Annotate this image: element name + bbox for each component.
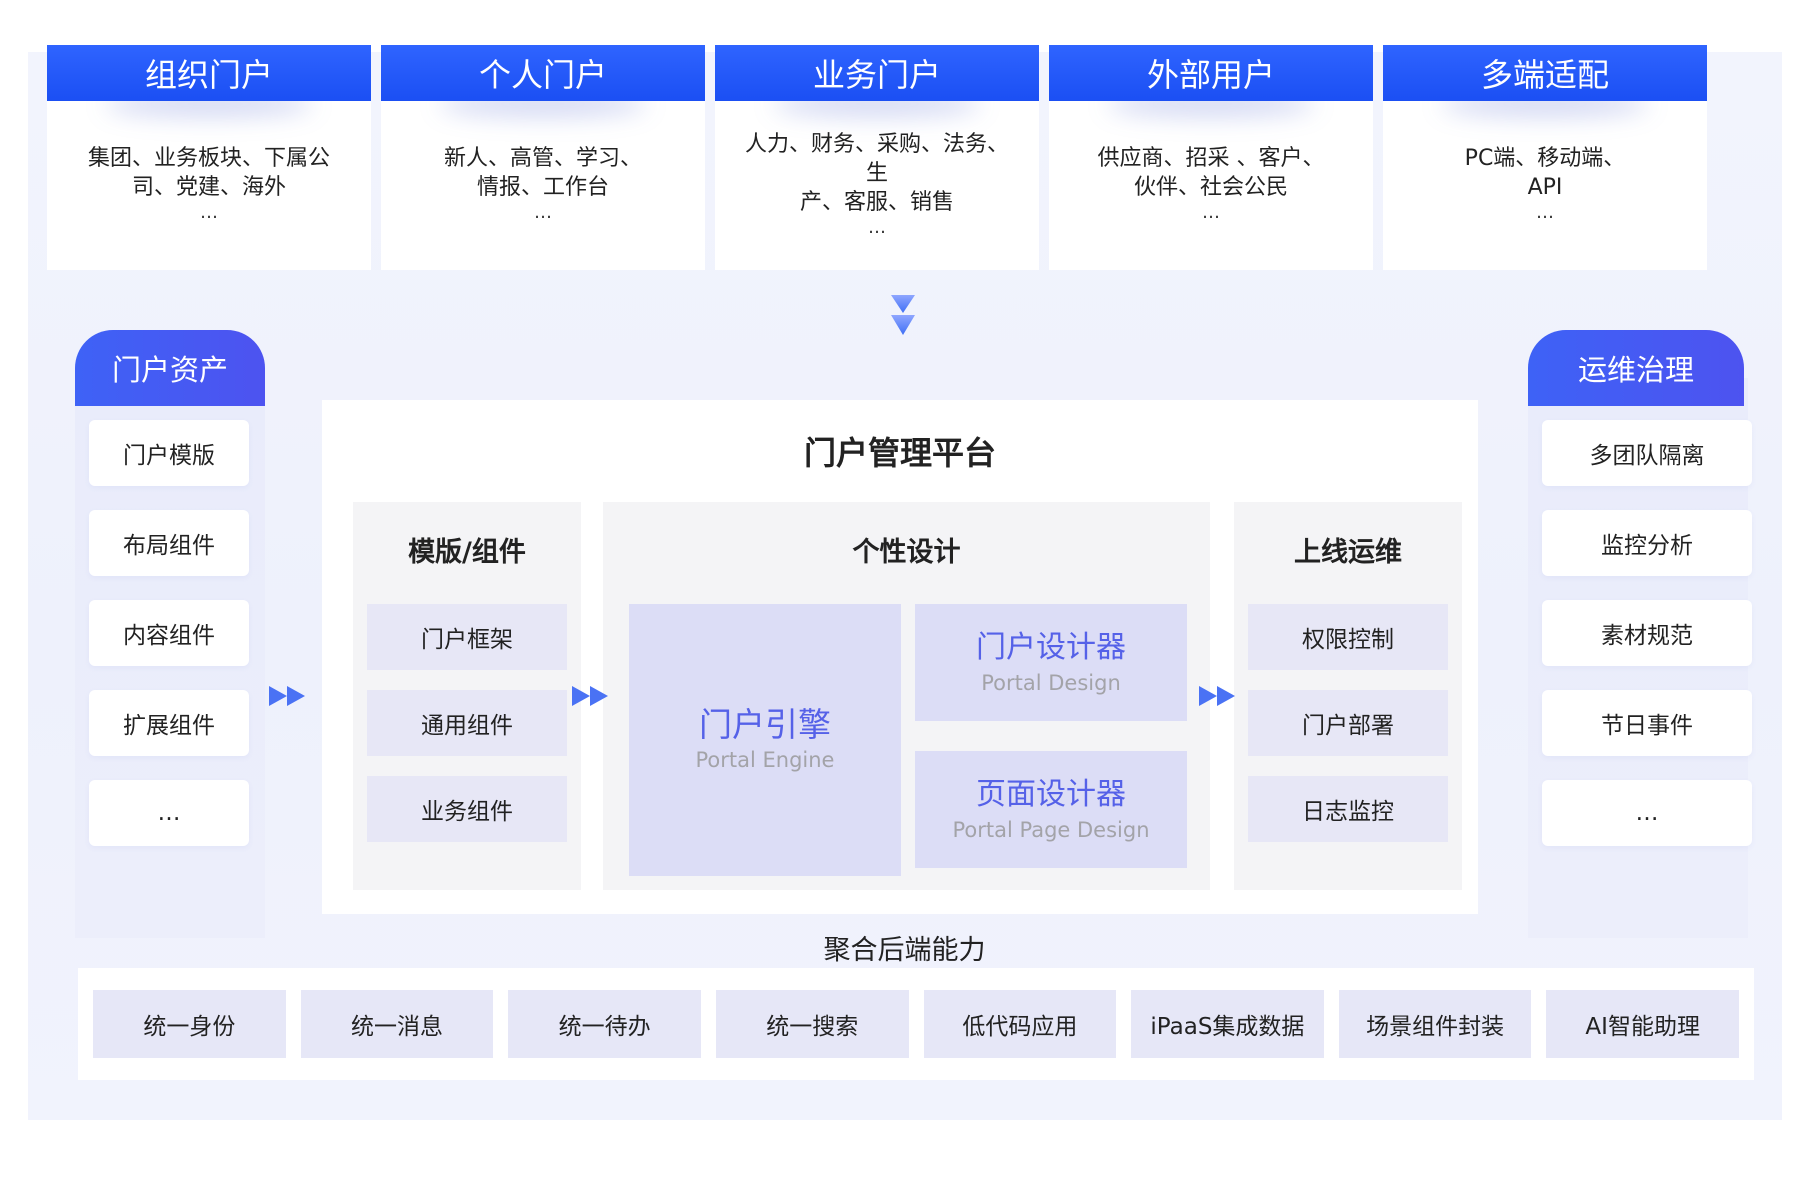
ops-item: 权限控制 — [1248, 604, 1448, 670]
portal-card-body: PC端、移动端、 API … — [1383, 101, 1707, 270]
portal-designer-block: 门户设计器 Portal Design — [915, 604, 1187, 721]
asset-item: 内容组件 — [89, 600, 249, 666]
portal-card-title: 个人门户 — [381, 45, 705, 101]
asset-item: 布局组件 — [89, 510, 249, 576]
personalized-design-column: 个性设计 门户引擎 Portal Engine 门户设计器 Portal Des… — [603, 502, 1210, 890]
deployment-ops-column: 上线运维 权限控制 门户部署 日志监控 — [1234, 502, 1462, 890]
governance-item: 节日事件 — [1542, 690, 1752, 756]
portal-engine-block: 门户引擎 Portal Engine — [629, 604, 901, 876]
governance-item: 监控分析 — [1542, 510, 1752, 576]
asset-item: 门户模版 — [89, 420, 249, 486]
page-designer-subtitle: Portal Page Design — [952, 817, 1150, 842]
portal-card-organization: 组织门户 集团、业务板块、下属公 司、党建、海外 … — [47, 45, 371, 270]
portal-card-body: 供应商、招采 、客户、 伙伴、社会公民 … — [1049, 101, 1373, 270]
asset-item: 扩展组件 — [89, 690, 249, 756]
portal-card-more: … — [1202, 202, 1220, 223]
double-right-arrow-icon — [572, 686, 608, 706]
double-down-arrow-icon — [891, 295, 915, 335]
backend-item: 场景组件封装 — [1338, 990, 1532, 1058]
portal-card-title: 外部用户 — [1049, 45, 1373, 101]
engine-title: 门户引擎 — [699, 705, 831, 744]
portal-management-platform: 门户管理平台 模版/组件 门户框架 通用组件 业务组件 个性设计 门户引擎 Po… — [322, 400, 1478, 914]
backend-capabilities-row: 统一身份 统一消息 统一待办 统一搜索 低代码应用 iPaaS集成数据 场景组件… — [78, 968, 1754, 1080]
platform-title: 门户管理平台 — [803, 434, 996, 472]
templates-components-column: 模版/组件 门户框架 通用组件 业务组件 — [353, 502, 581, 890]
backend-item: 统一待办 — [508, 990, 701, 1058]
double-right-arrow-icon — [1199, 686, 1235, 706]
governance-item: … — [1542, 780, 1752, 846]
ops-list: 权限控制 门户部署 日志监控 — [1248, 604, 1448, 842]
portal-assets-panel: 门户资产 门户模版 布局组件 内容组件 扩展组件 … — [75, 330, 265, 938]
backend-item: AI智能助理 — [1546, 990, 1739, 1058]
page-designer-title: 页面设计器 — [976, 776, 1126, 812]
ops-item: 门户部署 — [1248, 690, 1448, 756]
portal-card-more: … — [534, 202, 552, 223]
portal-card-description: 新人、高管、学习、 情报、工作台 — [443, 146, 642, 200]
portal-assets-title: 门户资产 — [75, 330, 265, 406]
asset-item: … — [89, 780, 249, 846]
column-title: 个性设计 — [852, 537, 961, 568]
portal-card-title: 组织门户 — [47, 45, 371, 101]
governance-item: 素材规范 — [1542, 600, 1752, 666]
template-item: 业务组件 — [367, 776, 567, 842]
portal-card-title: 业务门户 — [715, 45, 1039, 101]
portal-card-more: … — [1536, 202, 1554, 223]
page-designer-block: 页面设计器 Portal Page Design — [915, 751, 1187, 868]
portal-types-row: 组织门户 集团、业务板块、下属公 司、党建、海外 … 个人门户 新人、高管、学习… — [47, 45, 1707, 270]
portal-card-description: PC端、移动端、 API — [1464, 146, 1626, 200]
portal-card-description: 集团、业务板块、下属公 司、党建、海外 — [87, 146, 330, 200]
ops-item: 日志监控 — [1248, 776, 1448, 842]
portal-card-multi-device: 多端适配 PC端、移动端、 API … — [1383, 45, 1707, 270]
portal-card-more: … — [868, 216, 886, 238]
portal-designer-subtitle: Portal Design — [981, 670, 1121, 695]
template-item: 门户框架 — [367, 604, 567, 670]
portal-card-body: 人力、财务、采购、法务、生 产、客服、销售 … — [715, 101, 1039, 270]
backend-item: 统一消息 — [300, 990, 494, 1058]
double-right-arrow-icon — [269, 686, 305, 706]
backend-capabilities-title: 聚合后端能力 — [823, 935, 986, 966]
column-title: 上线运维 — [1294, 537, 1402, 568]
engine-subtitle: Portal Engine — [695, 748, 835, 772]
ops-governance-title: 运维治理 — [1528, 330, 1744, 406]
templates-list: 门户框架 通用组件 业务组件 — [367, 604, 567, 842]
portal-card-personal: 个人门户 新人、高管、学习、 情报、工作台 … — [381, 45, 705, 270]
portal-card-body: 集团、业务板块、下属公 司、党建、海外 … — [47, 101, 371, 270]
template-item: 通用组件 — [367, 690, 567, 756]
portal-card-description: 供应商、招采 、客户、 伙伴、社会公民 — [1097, 146, 1325, 200]
column-title: 模版/组件 — [408, 537, 526, 568]
backend-item: 统一搜索 — [715, 990, 909, 1058]
portal-card-external-users: 外部用户 供应商、招采 、客户、 伙伴、社会公民 … — [1049, 45, 1373, 270]
governance-item: 多团队隔离 — [1542, 420, 1752, 486]
backend-item: iPaaS集成数据 — [1131, 990, 1324, 1058]
backend-item: 低代码应用 — [923, 990, 1117, 1058]
portal-card-description: 人力、财务、采购、法务、生 产、客服、销售 — [744, 131, 1009, 215]
portal-card-business: 业务门户 人力、财务、采购、法务、生 产、客服、销售 … — [715, 45, 1039, 270]
ops-governance-panel: 运维治理 多团队隔离 监控分析 素材规范 节日事件 … — [1528, 330, 1752, 938]
backend-item: 统一身份 — [93, 990, 286, 1058]
portal-assets-list: 门户模版 布局组件 内容组件 扩展组件 … — [89, 420, 249, 846]
portal-card-body: 新人、高管、学习、 情报、工作台 … — [381, 101, 705, 270]
ops-governance-list: 多团队隔离 监控分析 素材规范 节日事件 … — [1542, 420, 1752, 846]
portal-designer-title: 门户设计器 — [976, 629, 1126, 665]
portal-card-more: … — [200, 202, 218, 223]
portal-card-title: 多端适配 — [1383, 45, 1707, 101]
